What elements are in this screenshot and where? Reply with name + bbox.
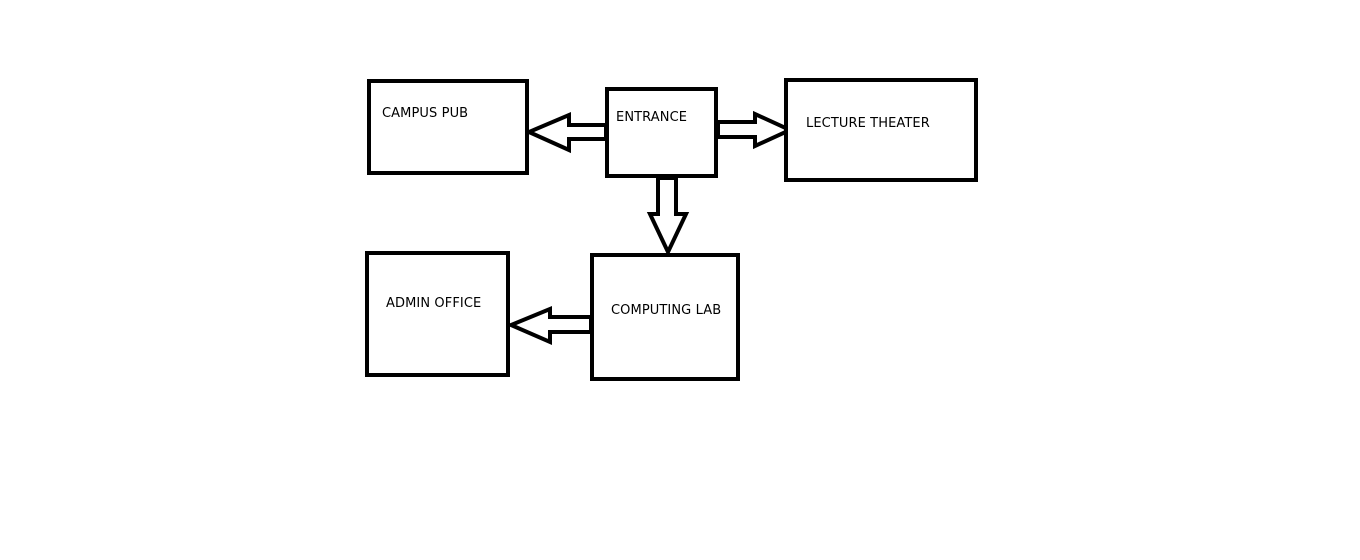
node-campus-pub: [367, 79, 529, 175]
arrow-entrance-to-lecture-theater: [716, 110, 795, 150]
node-campus-pub-label: CAMPUS PUB: [382, 106, 469, 121]
arrow-entrance-to-campus-pub: [524, 111, 608, 154]
arrow-computing-lab-to-admin-office: [505, 306, 593, 346]
node-lecture-theater-label: LECTURE THEATER: [806, 116, 930, 131]
node-computing-lab: [590, 253, 740, 381]
node-lecture-theater: [784, 78, 978, 182]
node-entrance: [605, 87, 718, 178]
node-admin-office: [365, 251, 510, 377]
node-admin-office-label: ADMIN OFFICE: [386, 296, 482, 311]
node-computing-lab-label: COMPUTING LAB: [611, 303, 722, 318]
arrow-entrance-to-computing-lab: [646, 176, 690, 257]
node-entrance-label: ENTRANCE: [616, 110, 688, 125]
